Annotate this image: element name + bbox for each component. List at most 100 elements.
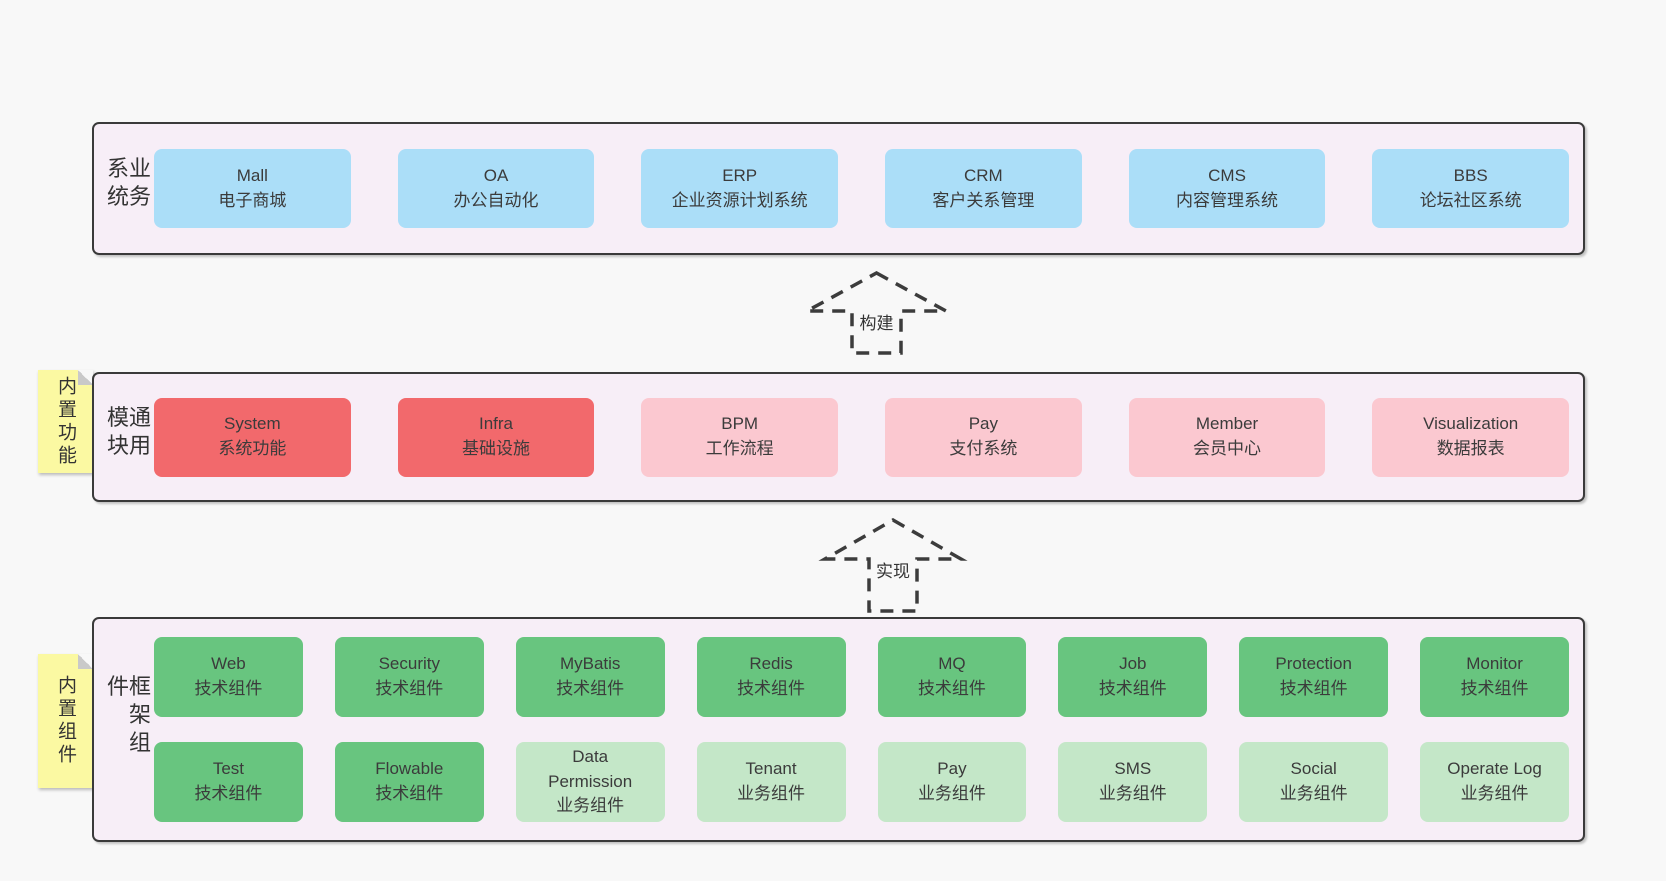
box-job: Job 技术组件 — [1058, 637, 1208, 717]
box-name: System — [223, 414, 281, 434]
layer-label-components: 框架组件 — [104, 674, 151, 759]
box-desc: 技术组件 — [556, 679, 625, 698]
layer-label-business: 业务系统 — [104, 156, 151, 213]
dashed-up-arrow-icon — [818, 517, 968, 613]
box-desc: 工作流程 — [705, 439, 774, 458]
box-operate-log: Operate Log 业务组件 — [1420, 742, 1569, 822]
box-name: OA — [483, 165, 509, 185]
layer-framework-components: 框架组件 Web 技术组件 Security 技术组件 MyBatis 技术组件… — [92, 617, 1585, 842]
box-name: Social — [1290, 759, 1337, 779]
modules-boxes-row: System 系统功能 Infra 基础设施 BPM 工作流程 Pay 支付系统… — [94, 397, 1583, 477]
box-desc: 业务组件 — [1279, 784, 1348, 803]
box-name: Operate Log — [1447, 759, 1542, 779]
box-name: Pay — [968, 414, 998, 434]
folded-corner-icon — [78, 654, 93, 669]
sticky-note-built-in-components: 内置组件 — [38, 654, 93, 788]
business-boxes-row: Mall 电子商城 OA 办公自动化 ERP 企业资源计划系统 CRM 客户关系… — [94, 149, 1583, 228]
box-desc: 会员中心 — [1193, 439, 1262, 458]
dashed-up-arrow-icon — [806, 271, 947, 355]
box-name: CMS — [1208, 165, 1246, 185]
box-desc: 业务组件 — [1460, 784, 1529, 803]
box-redis: Redis 技术组件 — [696, 637, 846, 717]
box-name: Flowable — [375, 759, 444, 779]
box-desc: 内容管理系统 — [1176, 190, 1279, 210]
box-monitor: Monitor 技术组件 — [1420, 637, 1569, 717]
box-name: BBS — [1453, 165, 1488, 185]
box-desc: 业务组件 — [917, 784, 986, 803]
box-mq: MQ 技术组件 — [877, 637, 1027, 717]
box-test: Test 技术组件 — [154, 742, 303, 822]
box-data-permission: Data Permission 业务组件 — [515, 742, 665, 822]
box-name: Web — [211, 654, 246, 674]
layer-business-systems: 业务系统 Mall 电子商城 OA 办公自动化 ERP 企业资源计划系统 CRM… — [92, 122, 1585, 255]
box-mybatis: MyBatis 技术组件 — [515, 637, 665, 717]
box-sms: SMS 业务组件 — [1058, 742, 1208, 822]
box-desc: 技术组件 — [737, 679, 806, 698]
box-protection: Protection 技术组件 — [1239, 637, 1389, 717]
box-web: Web 技术组件 — [154, 637, 303, 717]
note-text: 内置功能 — [55, 375, 76, 468]
box-cms: CMS 内容管理系统 — [1128, 149, 1326, 228]
box-name: Tenant — [745, 759, 797, 779]
box-desc: 业务组件 — [1098, 784, 1167, 803]
box-desc: 技术组件 — [917, 679, 986, 698]
box-desc: 技术组件 — [194, 679, 263, 698]
box-name: Member — [1195, 414, 1259, 434]
box-name: Visualization — [1423, 414, 1519, 434]
box-crm: CRM 客户关系管理 — [885, 149, 1082, 228]
box-pay-component: Pay 业务组件 — [877, 742, 1027, 822]
box-name: Pay — [937, 759, 967, 779]
box-name: Protection — [1275, 654, 1352, 674]
box-desc: 论坛社区系统 — [1419, 190, 1522, 210]
box-visualization: Visualization 数据报表 — [1372, 397, 1570, 477]
box-desc: 基础设施 — [462, 439, 530, 458]
box-name: Mall — [236, 165, 268, 185]
box-desc: 业务组件 — [556, 796, 625, 816]
arrow-label-implement: 实现 — [872, 556, 914, 583]
box-name: Data Permission — [548, 747, 633, 791]
box-bbs: BBS 论坛社区系统 — [1372, 149, 1570, 228]
box-name: Monitor — [1466, 654, 1523, 674]
box-desc: 数据报表 — [1436, 439, 1505, 458]
box-mall: Mall 电子商城 — [154, 149, 351, 228]
components-row-1: Web 技术组件 Security 技术组件 MyBatis 技术组件 Redi… — [94, 637, 1583, 717]
box-name: CRM — [963, 165, 1003, 185]
box-name: MyBatis — [559, 654, 621, 674]
box-desc: 技术组件 — [1460, 679, 1529, 698]
box-bpm: BPM 工作流程 — [641, 397, 839, 477]
box-desc: 办公自动化 — [453, 190, 539, 210]
box-desc: 技术组件 — [375, 679, 444, 698]
box-desc: 电子商城 — [218, 190, 287, 210]
components-rows: Web 技术组件 Security 技术组件 MyBatis 技术组件 Redi… — [94, 637, 1583, 822]
box-desc: 技术组件 — [1279, 679, 1348, 698]
box-desc: 技术组件 — [194, 784, 263, 803]
build-arrow-icon: 构建 — [805, 271, 948, 355]
layer-common-modules: 通用模块 System 系统功能 Infra 基础设施 BPM 工作流程 Pay… — [92, 372, 1585, 502]
box-infra: Infra 基础设施 — [397, 397, 595, 477]
box-name: Test — [212, 759, 245, 779]
box-name: Security — [378, 654, 441, 674]
box-name: Redis — [749, 654, 793, 674]
layer-label-modules: 通用模块 — [104, 405, 151, 462]
box-desc: 技术组件 — [1098, 679, 1167, 698]
implement-arrow-icon: 实现 — [818, 517, 968, 613]
box-tenant: Tenant 业务组件 — [696, 742, 846, 822]
box-name: SMS — [1114, 759, 1152, 779]
box-desc: 支付系统 — [949, 439, 1018, 458]
box-flowable: Flowable 技术组件 — [334, 742, 484, 822]
box-erp: ERP 企业资源计划系统 — [641, 149, 839, 228]
box-desc: 业务组件 — [737, 784, 806, 803]
box-system: System 系统功能 — [154, 397, 351, 477]
box-social: Social 业务组件 — [1239, 742, 1389, 822]
box-name: ERP — [722, 165, 758, 185]
box-member: Member 会员中心 — [1128, 397, 1326, 477]
box-name: Job — [1119, 654, 1147, 674]
box-oa: OA 办公自动化 — [397, 149, 595, 228]
box-name: MQ — [938, 654, 966, 674]
sticky-note-built-in-features: 内置功能 — [38, 370, 93, 473]
box-pay-module: Pay 支付系统 — [885, 397, 1082, 477]
note-text: 内置组件 — [55, 675, 76, 767]
box-security: Security 技术组件 — [334, 637, 484, 717]
box-desc: 系统功能 — [218, 439, 287, 458]
box-desc: 客户关系管理 — [932, 190, 1035, 210]
